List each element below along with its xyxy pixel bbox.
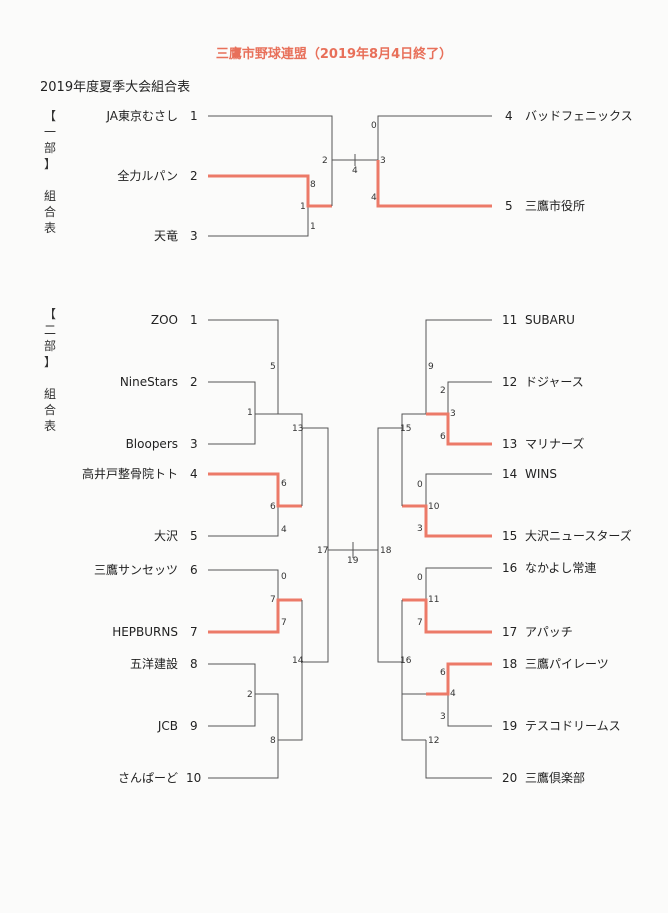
score: 0 (417, 573, 423, 583)
team-number: 3 (190, 229, 198, 243)
score: 7 (281, 618, 287, 628)
score: 18 (380, 546, 392, 556)
team-name: 大沢 (153, 529, 178, 543)
score: 6 (270, 502, 276, 512)
team-name: WINS (525, 467, 557, 481)
score: 7 (417, 618, 423, 628)
team-number: 16 (502, 561, 518, 575)
score: 9 (428, 362, 434, 372)
score: 11 (428, 595, 440, 605)
team-name: Bloopers (125, 437, 178, 451)
team-name: さんぱーど (117, 771, 178, 785)
division2-label: 【二部】組合表 (43, 307, 56, 433)
team-number: 3 (190, 437, 198, 451)
team-name: 全力ルパン (117, 169, 178, 183)
score: 10 (428, 502, 440, 512)
score: 6 (440, 432, 446, 442)
score: 4 (450, 689, 456, 699)
team-number: 4 (505, 109, 513, 123)
team-number: 4 (190, 467, 198, 481)
team-number: 2 (190, 169, 198, 183)
team-name: 大沢ニュースターズ (525, 529, 632, 543)
score: 7 (270, 595, 276, 605)
score: 0 (281, 572, 287, 582)
score: 2 (440, 386, 446, 396)
team-number: 18 (502, 657, 518, 671)
score: 3 (380, 156, 386, 166)
team-name: テスコドリームス (525, 719, 621, 733)
score: 6 (281, 479, 287, 489)
team-number: 9 (190, 719, 198, 733)
team-name: 三鷹倶楽部 (525, 771, 586, 785)
team-name: ドジャース (525, 375, 584, 389)
team-name: 天竜 (153, 229, 178, 243)
page-subtitle: 2019年度夏季大会組合表 (40, 80, 191, 95)
team-name: 五洋建設 (129, 657, 178, 671)
team-name: JA東京むさし (106, 109, 178, 123)
team-name: 三鷹パイレーツ (525, 657, 609, 671)
team-name: バッドフェニックス (525, 109, 633, 123)
score: 0 (371, 121, 377, 131)
team-name: 高井戸整骨院トト (81, 467, 178, 481)
team-number: 13 (502, 437, 518, 451)
score: 0 (417, 480, 423, 490)
page-title: 三鷹市野球連盟（2019年8月4日終了） (215, 47, 453, 62)
score: 12 (428, 736, 440, 746)
team-number: 11 (502, 313, 518, 327)
team-number: 7 (190, 625, 198, 639)
team-number: 8 (190, 657, 198, 671)
score: 8 (270, 736, 276, 746)
team-number: 1 (190, 313, 198, 327)
score: 1 (247, 408, 253, 418)
team-name: マリナーズ (525, 437, 585, 451)
score: 13 (292, 424, 304, 434)
team-name: JCB (157, 719, 178, 733)
team-name: NineStars (119, 375, 178, 389)
score: 16 (400, 656, 412, 666)
team-number: 15 (502, 529, 518, 543)
team-name: なかよし常連 (525, 561, 597, 575)
team-number: 14 (502, 467, 518, 481)
team-name: SUBARU (525, 313, 575, 327)
team-name: 三鷹市役所 (525, 199, 586, 213)
score: 1 (300, 202, 306, 212)
score: 4 (371, 193, 377, 203)
score: 5 (270, 362, 276, 372)
team-number: 5 (190, 529, 198, 543)
team-name: アパッチ (525, 625, 573, 639)
team-number: 12 (502, 375, 518, 389)
score: 14 (292, 656, 304, 666)
score: 15 (400, 424, 412, 434)
division1-label: 【一部】組合表 (43, 109, 56, 235)
score: 1 (310, 222, 316, 232)
team-name: HEPBURNS (112, 625, 178, 639)
team-number: 17 (502, 625, 518, 639)
score: 2 (247, 690, 253, 700)
score: 2 (322, 156, 328, 166)
score: 3 (440, 712, 446, 722)
team-number: 6 (190, 563, 198, 577)
team-number: 5 (505, 199, 513, 213)
score: 8 (310, 180, 316, 190)
team-name: 三鷹サンセッツ (93, 563, 178, 577)
team-number: 20 (502, 771, 518, 785)
score: 17 (317, 546, 329, 556)
team-number: 10 (186, 771, 202, 785)
team-number: 2 (190, 375, 198, 389)
score: 4 (352, 166, 358, 176)
score: 19 (347, 556, 359, 566)
team-name: ZOO (150, 313, 178, 327)
score: 3 (417, 524, 423, 534)
team-number: 1 (190, 109, 198, 123)
score: 3 (450, 409, 456, 419)
score: 4 (281, 525, 287, 535)
team-number: 19 (502, 719, 518, 733)
score: 6 (440, 668, 446, 678)
